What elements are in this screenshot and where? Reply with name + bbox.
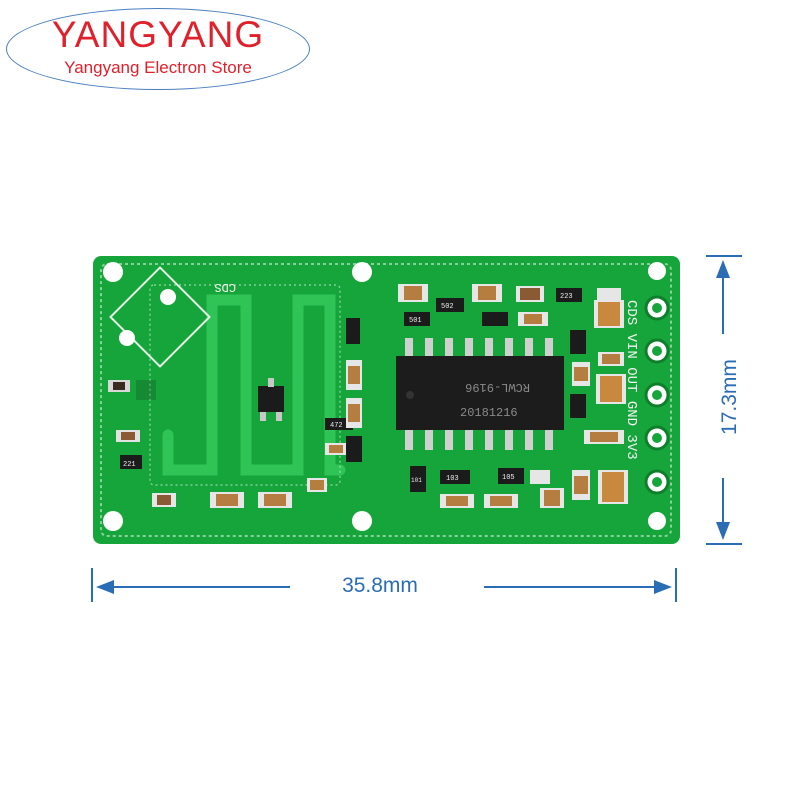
- svg-text:501: 501: [409, 317, 422, 325]
- cds-silk-label: CDS: [214, 280, 236, 294]
- width-dimension-label: 35.8mm: [342, 574, 418, 597]
- svg-text:472: 472: [330, 422, 343, 430]
- width-dimension: [91, 568, 677, 602]
- cds-sensor-area: CDS: [109, 266, 236, 368]
- smd-parts-right: [570, 352, 628, 504]
- smd-parts-left: 221 472: [108, 318, 362, 508]
- mount-hole-bottom-left: [103, 511, 123, 531]
- ic-marking-line1: RCWL-9196: [465, 380, 530, 394]
- logo-subtitle: Yangyang Electron Store: [64, 58, 252, 77]
- height-dimension-label: 17.3mm: [718, 359, 741, 435]
- transistor: [258, 386, 284, 412]
- logo-title: YANGYANG: [51, 14, 265, 55]
- smd-parts-bottom: 101 103 105: [410, 466, 564, 508]
- part-label: 221: [123, 461, 136, 469]
- main-ic: RCWL-9196 20181216: [396, 338, 564, 450]
- pin-labels: CDS VIN OUT GND 3V3: [623, 300, 639, 460]
- ic-marking-line2: 20181216: [460, 406, 518, 420]
- mount-hole-top-mid: [352, 262, 372, 282]
- mount-hole-bottom-mid: [352, 511, 372, 531]
- header-pads: [644, 295, 670, 495]
- height-dimension: [706, 255, 742, 545]
- pcb-body: [93, 256, 680, 544]
- smd-parts-top: 501 502 223: [398, 284, 624, 354]
- mount-hole-bottom-right: [648, 512, 666, 530]
- mount-hole-top-right: [648, 262, 666, 280]
- mount-hole-top-left: [103, 262, 123, 282]
- svg-text:101: 101: [411, 477, 422, 484]
- logo-oval: [6, 8, 310, 90]
- svg-text:105: 105: [502, 474, 515, 482]
- svg-text:502: 502: [441, 303, 454, 311]
- pcb-inner-outline: [100, 263, 672, 537]
- svg-text:223: 223: [560, 293, 573, 301]
- svg-text:103: 103: [446, 475, 459, 483]
